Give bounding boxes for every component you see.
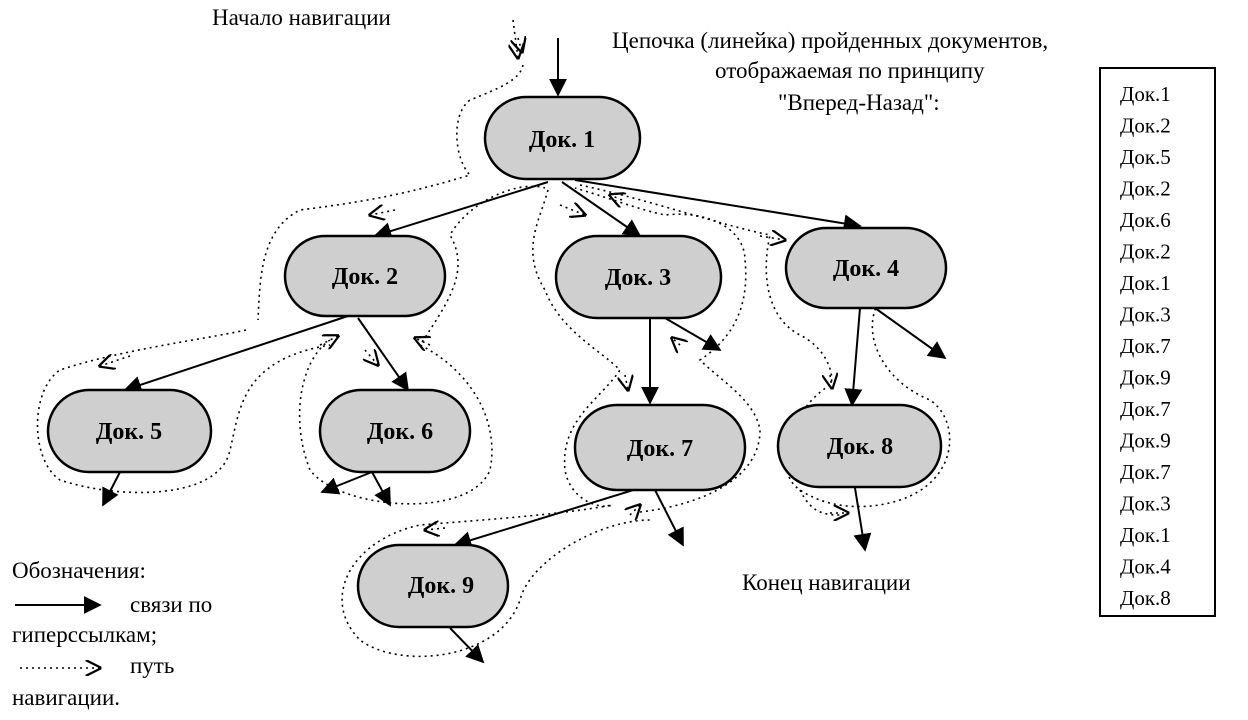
node-doc4-label: Док. 4: [833, 256, 899, 282]
node-doc3-label: Док. 3: [605, 265, 671, 291]
chain-list: Док.1 Док.2 Док.5 Док.2 Док.6 Док.2 Док.…: [1099, 67, 1216, 617]
start-path-arrow: [513, 19, 518, 58]
hyperlink-arrows: [102, 179, 947, 664]
node-doc1-label: Док. 1: [529, 127, 595, 153]
node-doc8[interactable]: Док. 8: [776, 403, 943, 489]
node-doc7[interactable]: Док. 7: [573, 403, 747, 492]
chain-item: Док.9: [1120, 366, 1171, 390]
legend-link-text: связи по: [130, 592, 212, 617]
chain-item: Док.1: [1120, 271, 1171, 295]
end-label: Конец навигации: [742, 570, 911, 595]
legend: Обозначения: связи по гиперссылкам; путь…: [12, 558, 212, 710]
chain-item: Док.2: [1120, 114, 1171, 138]
chain-item: Док.6: [1120, 208, 1171, 232]
chain-item: Док.4: [1120, 555, 1171, 579]
chain-item: Док.3: [1120, 303, 1171, 327]
node-doc3[interactable]: Док. 3: [554, 234, 723, 320]
node-doc2[interactable]: Док. 2: [283, 234, 447, 318]
chain-item: Док.9: [1120, 429, 1171, 453]
node-doc5[interactable]: Док. 5: [46, 388, 213, 474]
node-doc5-label: Док. 5: [96, 419, 162, 445]
node-doc2-label: Док. 2: [332, 264, 398, 290]
chain-caption-line-2: отображаемая по принципу: [715, 58, 985, 83]
navigation-path-outline: [36, 64, 951, 658]
chain-item: Док.5: [1120, 145, 1171, 169]
node-doc9[interactable]: Док. 9: [356, 543, 510, 629]
start-label: Начало навигации: [212, 5, 391, 30]
path-arrowheads: [100, 38, 848, 530]
chain-caption-line-1: Цепочка (линейка) пройденных документов,: [612, 28, 1048, 53]
node-doc6-label: Док. 6: [367, 419, 433, 445]
legend-title: Обозначения:: [12, 558, 146, 583]
node-doc4[interactable]: Док. 4: [784, 226, 948, 310]
chain-item: Док.1: [1120, 82, 1171, 106]
chain-caption-line-3: "Вперед-Назад":: [778, 90, 940, 115]
node-doc7-label: Док. 7: [627, 436, 693, 462]
node-doc6[interactable]: Док. 6: [318, 388, 472, 474]
chain-item: Док.7: [1120, 334, 1171, 358]
chain-item: Док.2: [1120, 240, 1171, 264]
legend-path-text-2: навигации.: [12, 685, 120, 710]
chain-item: Док.7: [1120, 397, 1171, 421]
chain-item: Док.3: [1120, 492, 1171, 516]
chain-item: Док.2: [1120, 177, 1171, 201]
chain-item: Док.1: [1120, 523, 1171, 547]
node-doc8-label: Док. 8: [827, 434, 893, 460]
chain-item: Док.7: [1120, 460, 1171, 484]
legend-link-text-2: гиперссылкам;: [12, 622, 157, 647]
node-doc1[interactable]: Док. 1: [483, 95, 642, 181]
node-doc9-label: Док. 9: [408, 573, 474, 599]
legend-path-text: путь: [130, 653, 174, 678]
chain-item: Док.8: [1120, 586, 1171, 610]
